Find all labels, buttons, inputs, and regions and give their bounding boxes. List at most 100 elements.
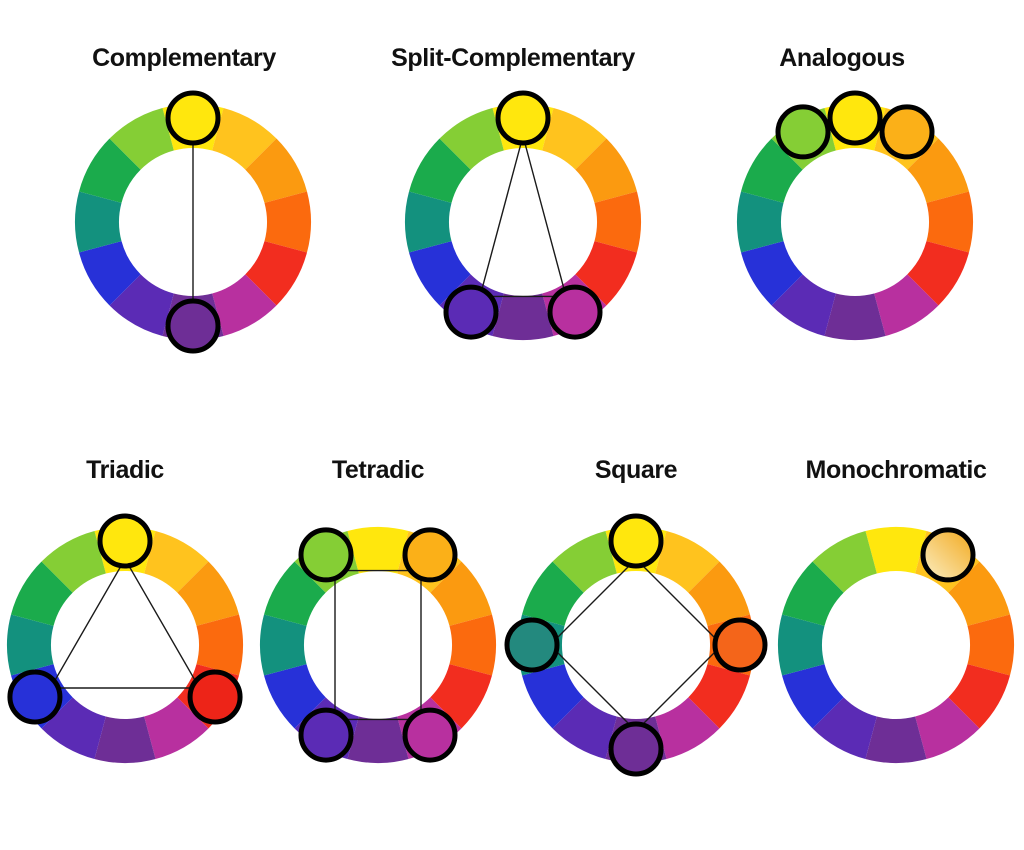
color-marker-blue-violet[interactable] bbox=[298, 707, 354, 763]
wheel-segment-blue-green bbox=[75, 191, 122, 253]
wheel-segment-blue bbox=[79, 241, 141, 306]
wheel-segment-yellow-green bbox=[552, 531, 617, 593]
wheel-segment-orange bbox=[177, 561, 239, 626]
wheel-segment-red bbox=[907, 241, 969, 306]
wheel-segment-green bbox=[11, 561, 73, 626]
color-marker-yellow-orange[interactable] bbox=[402, 527, 458, 583]
wheel-segment-yellow-orange bbox=[212, 108, 277, 170]
color-wheel-split-complementary bbox=[405, 90, 641, 340]
wheel-segment-blue-violet bbox=[552, 697, 617, 759]
wheel-segment-yellow bbox=[347, 527, 409, 574]
wheel-segment-red-violet bbox=[655, 697, 720, 759]
wheel-segment-violet bbox=[492, 293, 554, 340]
wheel-segment-orange bbox=[575, 138, 637, 203]
wheel-segment-red-orange bbox=[967, 614, 1014, 676]
harmony-connector-triadic bbox=[49, 557, 201, 689]
color-marker-red-violet[interactable] bbox=[547, 284, 603, 340]
color-marker-red-orange[interactable] bbox=[712, 617, 768, 673]
wheel-segment-blue-violet bbox=[812, 697, 877, 759]
wheel-segment-blue-green bbox=[737, 191, 784, 253]
wheel-title-monochromatic: Monochromatic bbox=[805, 456, 987, 484]
wheel-hub bbox=[822, 571, 970, 719]
wheel-segment-green bbox=[741, 138, 803, 203]
color-marker-blue-violet[interactable] bbox=[443, 284, 499, 340]
color-marker-yellow[interactable] bbox=[165, 90, 221, 146]
wheel-segment-red bbox=[688, 664, 750, 729]
wheel-segment-blue-green bbox=[260, 614, 307, 676]
wheel-segment-orange bbox=[245, 138, 307, 203]
wheel-segment-blue bbox=[782, 664, 844, 729]
wheel-segment-red-orange bbox=[449, 614, 496, 676]
wheel-segment-red bbox=[430, 664, 492, 729]
wheel-hub bbox=[304, 571, 452, 719]
wheel-segments bbox=[7, 527, 243, 763]
wheel-segment-green bbox=[522, 561, 584, 626]
wheel-segment-yellow-orange bbox=[542, 108, 607, 170]
wheel-segment-yellow-green bbox=[439, 108, 504, 170]
color-wheel-complementary bbox=[75, 90, 311, 354]
wheel-segment-yellow-orange bbox=[655, 531, 720, 593]
wheel-segment-red-violet bbox=[144, 697, 209, 759]
color-marker-yellow-green[interactable] bbox=[775, 104, 831, 160]
color-marker-red-violet[interactable] bbox=[402, 707, 458, 763]
color-marker-blue[interactable] bbox=[7, 669, 63, 725]
color-marker-yellow[interactable] bbox=[97, 513, 153, 569]
wheel-segment-green bbox=[79, 138, 141, 203]
color-marker-yellow[interactable] bbox=[495, 90, 551, 146]
color-marker-red[interactable] bbox=[187, 669, 243, 725]
wheel-title-complementary: Complementary bbox=[92, 44, 276, 72]
color-marker-violet[interactable] bbox=[608, 721, 664, 777]
wheel-segment-yellow-green bbox=[41, 531, 106, 593]
wheel-segment-yellow-green bbox=[812, 531, 877, 593]
color-marker-yellow[interactable] bbox=[608, 513, 664, 569]
wheel-title-split-complementary: Split-Complementary bbox=[391, 44, 635, 72]
wheel-segment-red bbox=[245, 241, 307, 306]
color-wheel-tetradic bbox=[260, 527, 496, 763]
wheel-segment-yellow-orange bbox=[144, 531, 209, 593]
color-marker-blue-green[interactable] bbox=[504, 617, 560, 673]
wheel-segment-red-orange bbox=[926, 191, 973, 253]
wheel-segment-red bbox=[575, 241, 637, 306]
wheel-title-analogous: Analogous bbox=[779, 44, 905, 72]
wheel-segment-red-orange bbox=[594, 191, 641, 253]
wheel-segment-red-violet bbox=[915, 697, 980, 759]
wheel-segment-violet bbox=[824, 293, 886, 340]
color-wheel-monochromatic bbox=[778, 527, 1014, 763]
wheel-segment-red bbox=[948, 664, 1010, 729]
wheel-segment-orange bbox=[688, 561, 750, 626]
wheel-title-triadic: Triadic bbox=[86, 456, 164, 484]
color-wheel-triadic bbox=[7, 513, 243, 763]
wheel-segment-blue-green bbox=[7, 614, 54, 676]
wheel-segment-blue bbox=[264, 664, 326, 729]
wheel-segment-blue-green bbox=[778, 614, 825, 676]
wheel-segment-blue bbox=[522, 664, 584, 729]
color-marker-yellow-orange[interactable] bbox=[879, 104, 935, 160]
wheel-segment-blue-violet bbox=[109, 274, 174, 336]
wheel-segment-red-orange bbox=[264, 191, 311, 253]
color-wheel-square bbox=[504, 513, 768, 777]
wheel-segment-green bbox=[264, 561, 326, 626]
wheel-segment-red-orange bbox=[196, 614, 243, 676]
wheel-segment-violet bbox=[865, 716, 927, 763]
wheel-hub bbox=[449, 148, 597, 296]
wheel-segment-green bbox=[409, 138, 471, 203]
wheel-segment-orange bbox=[430, 561, 492, 626]
wheel-title-square: Square bbox=[594, 456, 678, 484]
wheel-title-tetradic: Tetradic bbox=[331, 456, 425, 484]
wheel-segment-blue-green bbox=[405, 191, 452, 253]
wheel-segment-blue bbox=[409, 241, 471, 306]
wheel-segment-blue bbox=[741, 241, 803, 306]
wheel-segment-red-violet bbox=[212, 274, 277, 336]
wheel-segment-green bbox=[782, 561, 844, 626]
color-marker-yellow-orange[interactable] bbox=[920, 527, 976, 583]
color-marker-yellow[interactable] bbox=[827, 90, 883, 146]
color-wheel-analogous bbox=[737, 90, 973, 340]
wheel-hub bbox=[781, 148, 929, 296]
wheel-segment-yellow-green bbox=[109, 108, 174, 170]
wheel-segment-blue-violet bbox=[41, 697, 106, 759]
wheel-segments bbox=[778, 527, 1014, 763]
color-marker-violet[interactable] bbox=[165, 298, 221, 354]
wheel-hub bbox=[51, 571, 199, 719]
color-marker-yellow-green[interactable] bbox=[298, 527, 354, 583]
